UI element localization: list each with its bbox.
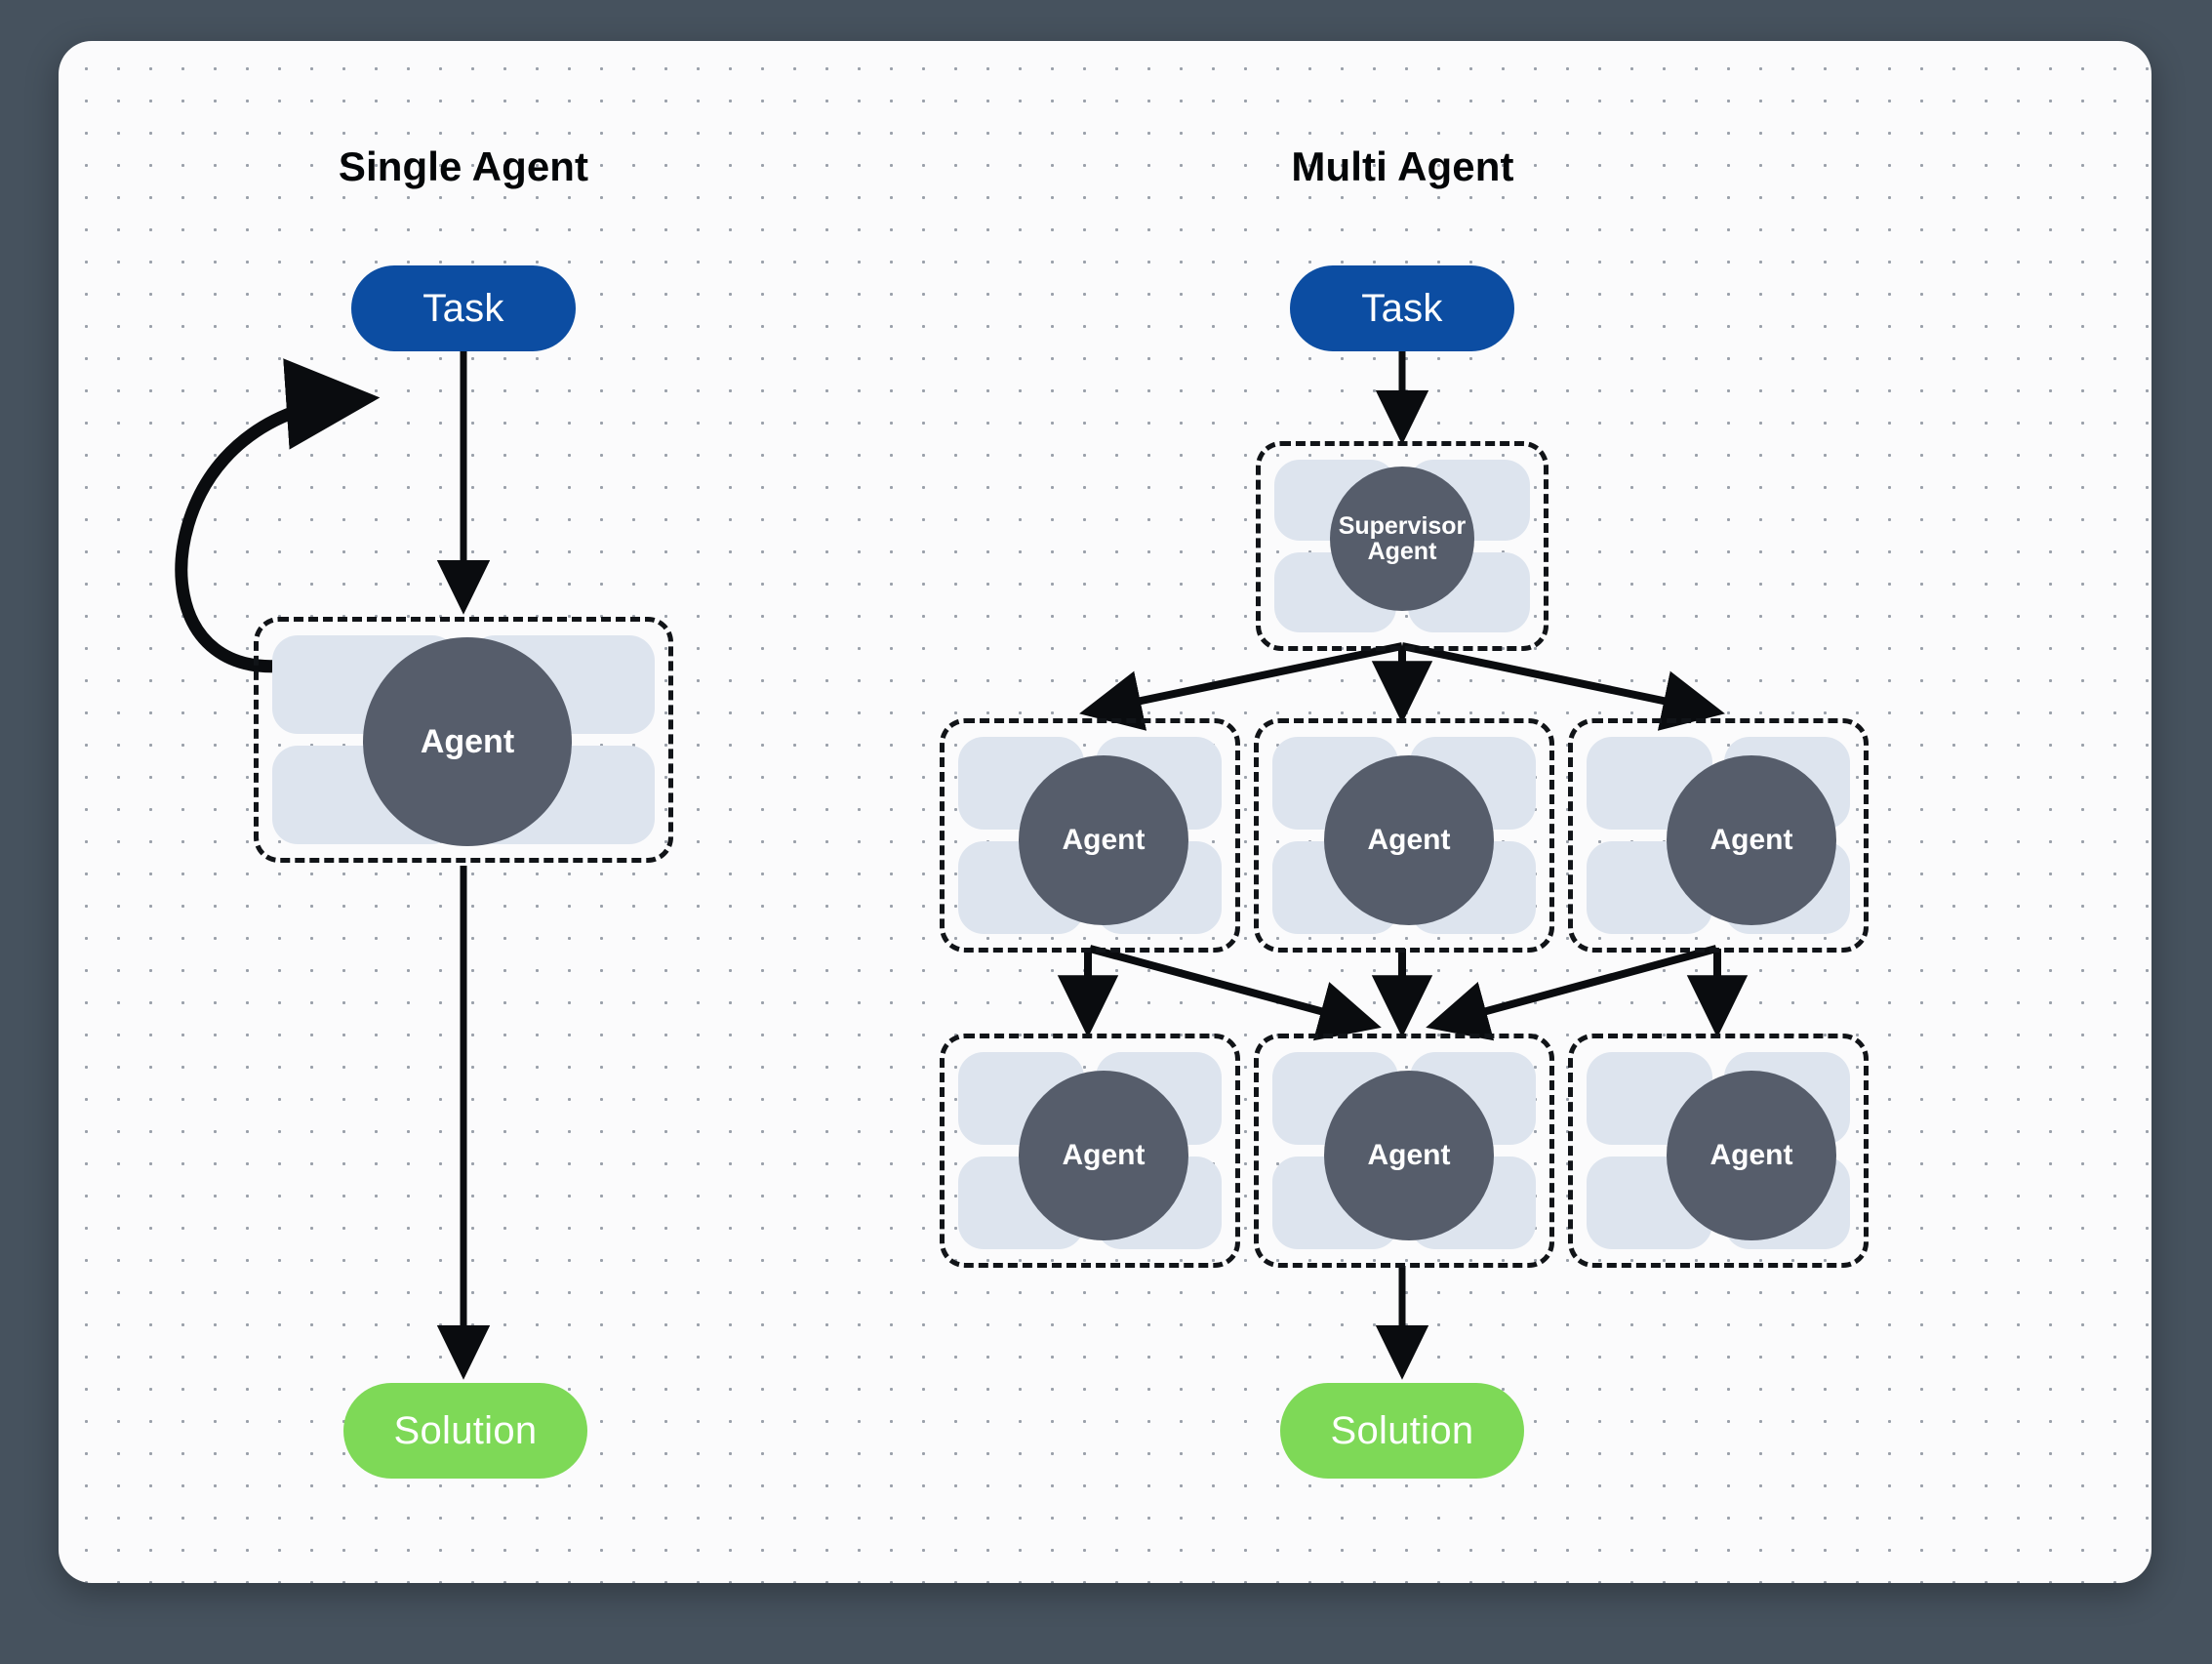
agent-label: Agent xyxy=(1709,1139,1793,1172)
supervisor-agent-core[interactable]: Supervisor Agent xyxy=(1330,467,1474,611)
arrow-agent-1-to-center xyxy=(1088,945,1382,1041)
task-node-single[interactable]: Task xyxy=(351,265,576,351)
agent-label: Agent xyxy=(420,722,515,760)
arrow-supervisor-to-agent-3 xyxy=(1401,642,1725,731)
task-label: Task xyxy=(1361,286,1443,330)
supervisor-label-line-1: Supervisor xyxy=(1338,511,1467,540)
agent-cluster-row1-col3[interactable]: Agent xyxy=(1568,718,1869,953)
agent-core[interactable]: Agent xyxy=(1324,755,1494,925)
agent-core-single[interactable]: Agent xyxy=(363,637,572,846)
arrow-agent-3-to-center xyxy=(1426,945,1718,1041)
supervisor-agent-cluster[interactable]: Supervisor Agent xyxy=(1256,441,1548,651)
agent-core[interactable]: Agent xyxy=(1667,755,1836,925)
agent-cluster-row2-col2[interactable]: Agent xyxy=(1254,1034,1554,1268)
agent-core[interactable]: Agent xyxy=(1667,1071,1836,1240)
agent-cluster-row1-col2[interactable]: Agent xyxy=(1254,718,1554,953)
agent-cluster-row2-col1[interactable]: Agent xyxy=(940,1034,1240,1268)
agent-label: Agent xyxy=(1709,824,1793,857)
agent-core[interactable]: Agent xyxy=(1324,1071,1494,1240)
task-node-multi[interactable]: Task xyxy=(1290,265,1514,351)
solution-node-multi[interactable]: Solution xyxy=(1280,1383,1524,1479)
agent-core[interactable]: Agent xyxy=(1019,1071,1188,1240)
solution-label: Solution xyxy=(393,1408,538,1452)
page-title-multi: Multi Agent xyxy=(1291,143,1514,189)
supervisor-label-line-2: Agent xyxy=(1367,538,1437,565)
solution-node-single[interactable]: Solution xyxy=(343,1383,587,1479)
agent-label: Agent xyxy=(1062,824,1146,857)
agent-core[interactable]: Agent xyxy=(1019,755,1188,925)
solution-label: Solution xyxy=(1330,1408,1474,1452)
page-title-single: Single Agent xyxy=(338,143,589,189)
agent-label: Agent xyxy=(1062,1139,1146,1172)
agent-cluster-row1-col1[interactable]: Agent xyxy=(940,718,1240,953)
diagram-canvas: Single Agent Task Agent Solution Multi A… xyxy=(59,41,2152,1583)
agent-label: Agent xyxy=(1367,1139,1451,1172)
agent-cluster-single[interactable]: Agent xyxy=(254,617,673,863)
agent-label: Agent xyxy=(1367,824,1451,857)
arrow-supervisor-to-agent-1 xyxy=(1079,642,1403,731)
task-label: Task xyxy=(422,286,504,330)
agent-cluster-row2-col3[interactable]: Agent xyxy=(1568,1034,1869,1268)
